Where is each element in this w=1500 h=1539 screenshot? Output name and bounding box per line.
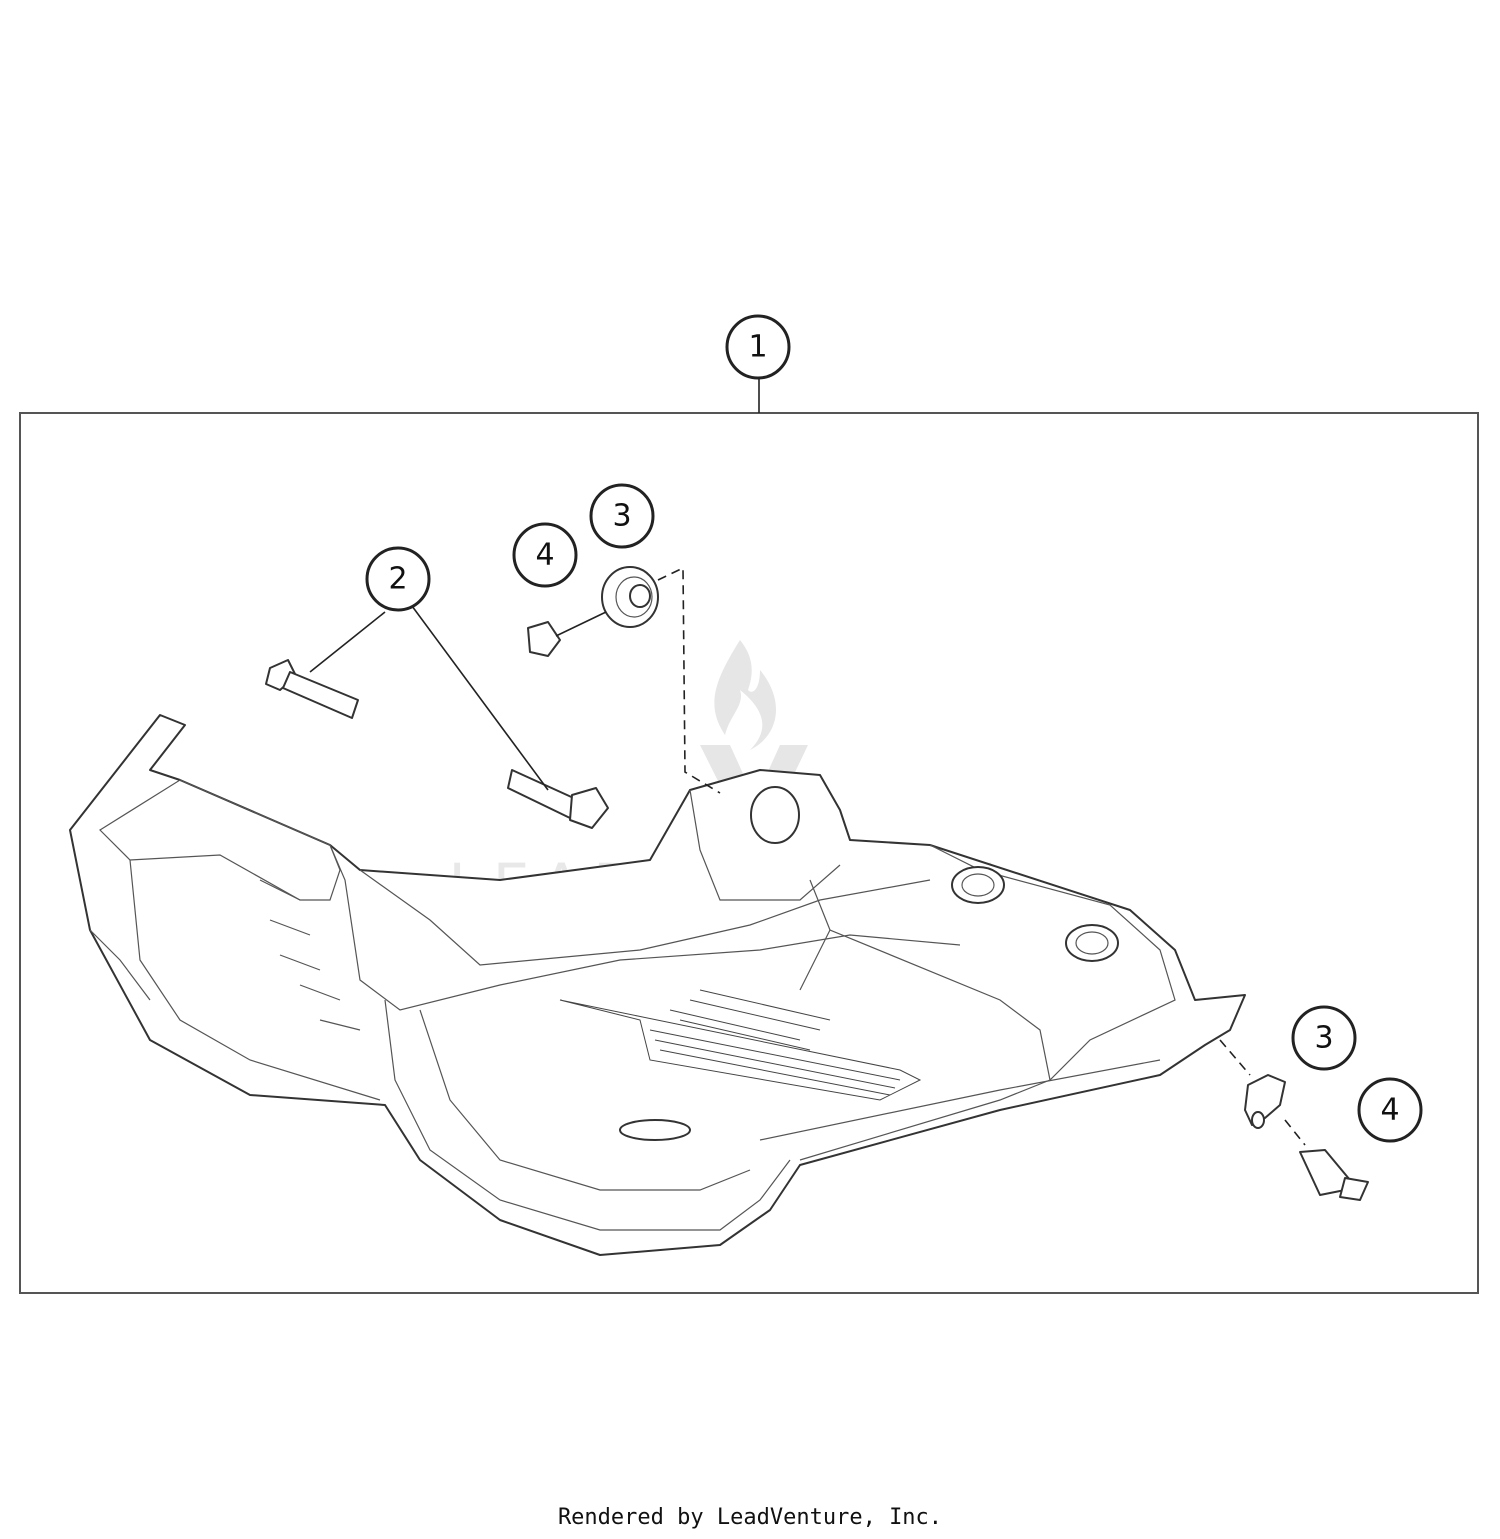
callout-1: 1	[725, 314, 791, 380]
rubber-bushing-lower	[1244, 1074, 1286, 1129]
callout-3-lower: 3	[1291, 1005, 1357, 1071]
callout-4-lower: 4	[1357, 1077, 1423, 1143]
callout-label-4-lower: 4	[1380, 1093, 1399, 1128]
watermark-flame-icon	[714, 640, 777, 750]
leader-2-lower	[411, 605, 549, 791]
bolt-upper	[265, 659, 359, 719]
skid-plate	[69, 714, 1246, 1256]
callout-label-2: 2	[388, 562, 407, 597]
screw-lower	[1299, 1149, 1369, 1201]
callout-4-upper: 4	[512, 522, 578, 588]
callout-label-4-upper: 4	[535, 538, 554, 573]
rubber-bushing-upper	[601, 566, 659, 628]
watermark-v-icon	[700, 745, 808, 835]
screw-upper	[527, 611, 607, 657]
leader-2-upper	[309, 611, 386, 673]
callout-label-3-upper: 3	[612, 499, 631, 534]
callout-label-1: 1	[748, 330, 767, 365]
assembly-dashed-line-lower	[1219, 1039, 1306, 1146]
callout-3-upper: 3	[589, 483, 655, 549]
skid-plate-grille	[559, 989, 922, 1101]
assembly-frame	[19, 412, 1479, 1294]
callout-label-3-lower: 3	[1314, 1021, 1333, 1056]
bolt-lower	[507, 769, 609, 829]
footer-credit: Rendered by LeadVenture, Inc.	[557, 1505, 943, 1530]
callout-2: 2	[365, 546, 431, 612]
